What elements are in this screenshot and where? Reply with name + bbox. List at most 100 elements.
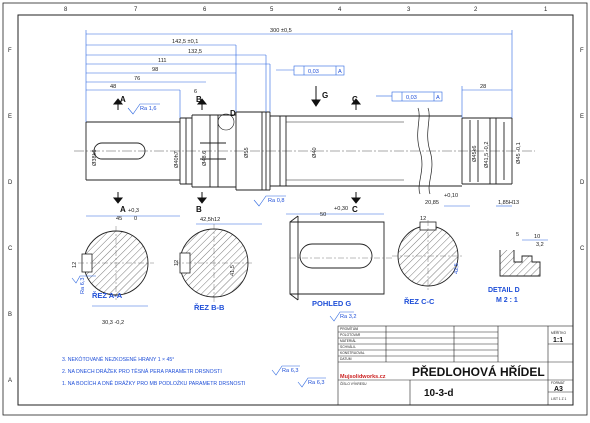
tb-format: A3 (554, 386, 563, 393)
detail-d-label: D (230, 109, 236, 118)
roughness-63-note2: Ra 6,3 (282, 368, 298, 374)
tb-row3: MATERIÁL (340, 339, 356, 343)
note-1: 1. NA BOCÍCH A DNĚ DRÁŽKY PRO MB PODLOŽK… (62, 379, 245, 387)
zone-col-7: 7 (134, 7, 138, 13)
cut-b-bottom: B (196, 205, 202, 214)
dim-dia45b: Ø45 -0,1 (516, 142, 522, 164)
drawing-number: 10-3-d (424, 388, 453, 399)
svg-text:Ra 3,2: Ra 3,2 (340, 314, 356, 320)
dim-12-c: 12 (420, 216, 426, 222)
zone-row-b: B (8, 312, 12, 318)
dim-dia40b: Ø40 (312, 147, 318, 158)
cut-a-top: A (120, 95, 126, 104)
tb-sheet: LIST 1 Z 1 (551, 397, 566, 401)
dim-303: 30,3 -0,2 (102, 320, 124, 326)
tolerance-1-value: 0,03 (308, 69, 319, 75)
dim-45: 45 (116, 216, 122, 222)
cut-b-top: B (196, 95, 202, 104)
horizontal-dimension-texts: 300 ±0,5 142,5 ±0,1 132,5 111 98 76 48 2… (110, 28, 519, 223)
dim-plus03: +0,3 (128, 208, 139, 214)
dim-142: 142,5 ±0,1 (172, 39, 198, 45)
zone-row-e-right: E (580, 114, 584, 120)
roughness-63-a: Ra 6,3 (80, 278, 86, 294)
dim-42: 42,5h12 (200, 217, 220, 223)
zone-col-2: 2 (474, 7, 478, 13)
cut-c-bottom: C (352, 205, 358, 214)
annotations: Ra 1,6 Ra 0,8 0,03 A 0,03 A (127, 65, 443, 207)
view-g-label: G (322, 91, 328, 100)
note-2: 2. NA DNECH DRÁŽEK PRO TĚSNÁ PERA PARAME… (62, 367, 222, 375)
tolerance-2-ref: A (436, 95, 440, 101)
tb-number-label: ČÍSLO VÝKRESU (340, 381, 367, 386)
dim-28: 28 (480, 84, 486, 90)
tolerance-2-value: 0,03 (406, 95, 417, 101)
tb-format-label: FORMÁT (551, 381, 565, 385)
tb-scale: 1:1 (553, 337, 563, 344)
zone-row-f-right: F (580, 48, 584, 54)
diameter-dimensions: Ø38k6 Ø40h7 Ø48.6 Ø55 Ø40 Ø45k6 Ø41,5 -0… (92, 142, 522, 168)
tb-row5: KONSTRUOVAL (340, 351, 365, 355)
dim-32: 3,2 (536, 242, 544, 248)
site-label: Mujsolidworks.cz (340, 374, 386, 380)
section-cc-view: 12 42,5 ŘEZ C-C (392, 216, 464, 306)
dim-48: 48 (110, 84, 116, 90)
inner-border (17, 14, 574, 406)
dim-425: 42,5 (454, 263, 460, 274)
zone-row-d-right: D (580, 180, 585, 186)
view-g (289, 215, 392, 301)
dim-2085: 20,85 (425, 200, 439, 206)
note-3: 3. NEKÓTOVANÉ NEZKOSENÉ HRANY 1 × 45° (62, 356, 174, 363)
section-aa-title: ŘEZ A-A (92, 291, 123, 300)
dim-98: 98 (152, 67, 158, 73)
detail-d-title: DETAIL D (488, 287, 520, 294)
notes: 3. NEKÓTOVANÉ NEZKOSENÉ HRANY 1 × 45° 2.… (62, 356, 326, 388)
zone-col-1: 1 (544, 7, 548, 13)
main-shaft-view (74, 107, 535, 195)
outer-border (2, 2, 588, 416)
dim-76: 76 (134, 76, 140, 82)
drawing-title: PŘEDLOHOVÁ HŘÍDEL (412, 364, 545, 379)
cut-c-top: C (352, 95, 358, 104)
tb-row4: SCHVÁLIL (340, 345, 356, 349)
horizontal-dimensions (85, 30, 513, 225)
dim-12-a: 12 (72, 262, 78, 268)
zone-col-3: 3 (407, 7, 411, 13)
dim-dia45: Ø45k6 (472, 146, 478, 162)
dim-zero: 0 (134, 216, 137, 222)
zone-markers: 8 7 6 5 4 3 2 1 F E D C B A F E D C (8, 7, 585, 384)
detail-d-scale: M 2 : 1 (496, 297, 518, 304)
tb-row1: PROMÍTÁNÍ (340, 327, 358, 331)
dim-111: 111 (158, 58, 167, 64)
dim-dia55: Ø55 (244, 147, 250, 158)
zone-row-e: E (8, 114, 12, 120)
zone-col-8: 8 (64, 7, 68, 13)
dim-132: 132,5 (188, 49, 202, 55)
zone-row-f: F (8, 48, 12, 54)
section-bb-view: 12 41,5 ŘEZ B-B (174, 224, 254, 312)
dim-14h9: 12 (174, 260, 180, 266)
dim-5: 5 (516, 232, 519, 238)
section-bb-title: ŘEZ B-B (194, 303, 225, 312)
title-block (337, 325, 574, 406)
section-aa-view: 30,3 -0,2 12 ŘEZ A-A Ra 6,3 (71, 226, 154, 326)
title-block-texts: PROMÍTÁNÍ POLOTOVAR MATERIÁL SCHVÁLIL KO… (340, 327, 566, 401)
dim-dia48: Ø48.6 (202, 151, 208, 166)
zone-row-c: C (8, 246, 13, 252)
dim-50: 50 (320, 212, 326, 218)
zone-row-d: D (8, 180, 13, 186)
detail-d-view: 3,2 5 10 DETAIL D M 2 : 1 (488, 232, 548, 304)
section-cc-title: ŘEZ C-C (404, 297, 435, 306)
zone-row-a: A (8, 378, 12, 384)
roughness-16: Ra 1,6 (140, 106, 156, 112)
cut-a-bottom: A (120, 205, 126, 214)
dim-010: +0,10 (444, 193, 458, 199)
tb-row2: POLOTOVAR (340, 333, 361, 337)
dim-plus030: +0,30 (334, 206, 348, 212)
dim-dia415: Ø41,5 -0,2 (484, 142, 490, 168)
zone-row-c-right: C (580, 246, 585, 252)
dim-415: 41,5 (230, 265, 236, 276)
tolerance-1-ref: A (338, 69, 342, 75)
roughness-08: Ra 0,8 (268, 198, 284, 204)
dim-dia38: Ø38k6 (92, 150, 98, 166)
